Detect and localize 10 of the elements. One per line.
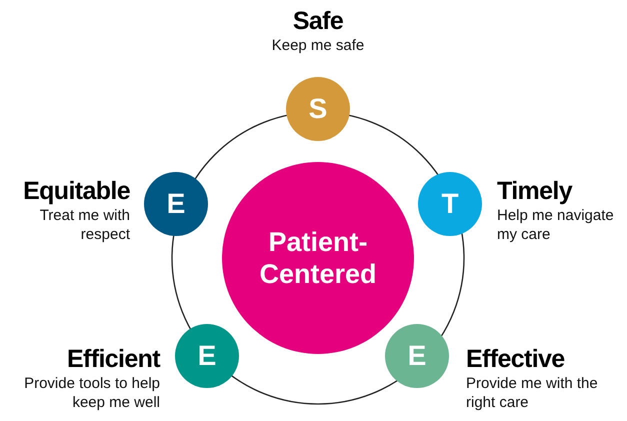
quality-description: Help me navigate my care — [497, 206, 615, 244]
quality-description: Keep me safe — [270, 36, 366, 55]
quality-description: Provide me with the right care — [466, 374, 599, 412]
quality-description: Treat me with respect — [38, 206, 130, 244]
quality-heading: Equitable — [22, 176, 130, 206]
quality-heading: Effective — [466, 344, 566, 374]
quality-heading: Safe — [292, 6, 344, 36]
quality-heading: Efficient — [66, 344, 160, 374]
quality-heading: Timely — [497, 176, 574, 206]
quality-description: Provide tools to help keep me well — [23, 374, 160, 412]
